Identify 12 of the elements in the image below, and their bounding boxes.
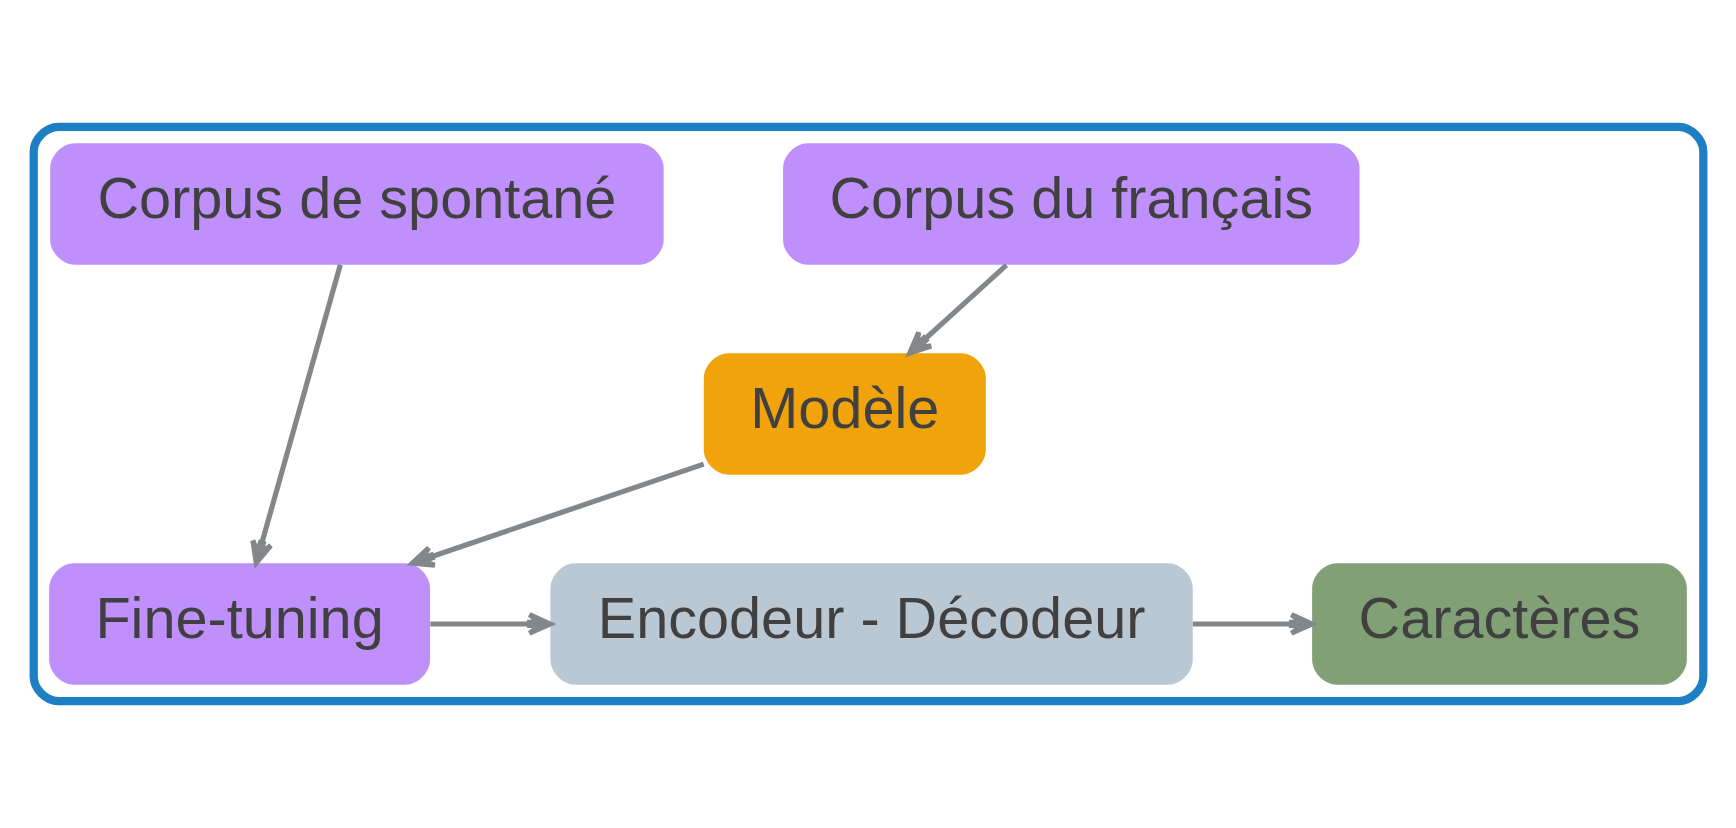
cluster: [29, 122, 1707, 706]
node-box: Corpus de spontané: [49, 143, 664, 265]
arrow: [429, 612, 553, 636]
node-box: Caractères: [1311, 563, 1687, 685]
arrow: [1192, 612, 1315, 636]
arrow: [906, 263, 1008, 356]
node-box: Corpus du français: [782, 143, 1359, 265]
arrow: [249, 264, 343, 566]
arrow: [409, 461, 704, 568]
node-box: Modèle: [703, 353, 986, 475]
node-box: Fine-tuning: [48, 563, 430, 685]
node-box: Encodeur - Décodeur: [549, 563, 1193, 685]
